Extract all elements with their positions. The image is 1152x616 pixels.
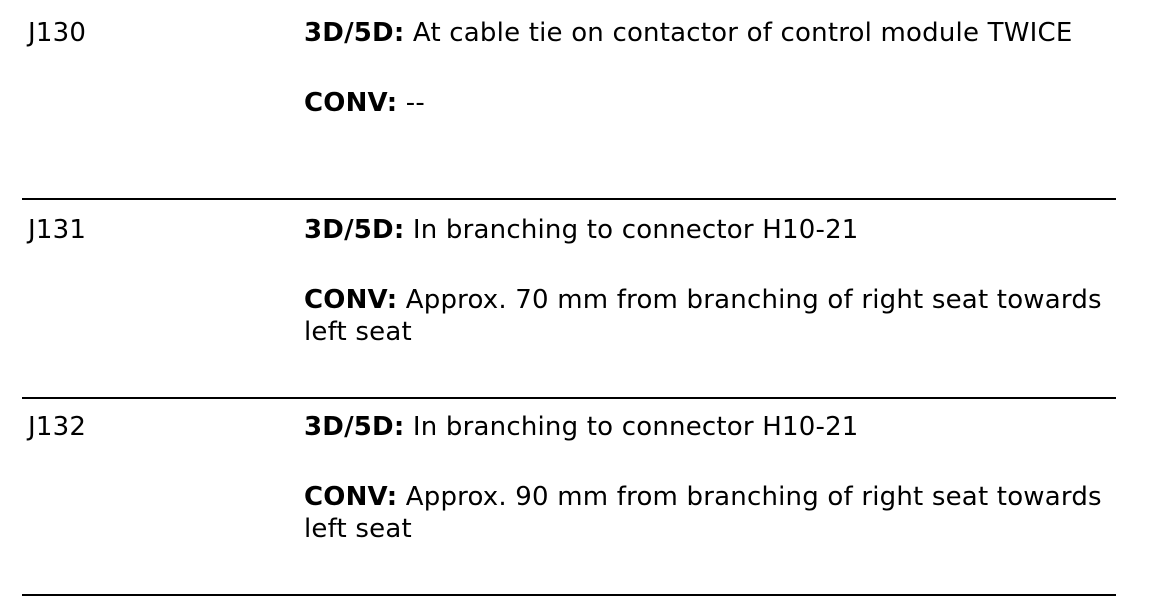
variant-conv-label: CONV: bbox=[304, 285, 398, 315]
variant-3d-5d-text: At cable tie on contactor of control mod… bbox=[412, 18, 1073, 48]
entry-code: J130 bbox=[28, 18, 87, 48]
variant-conv-text: -- bbox=[405, 88, 425, 118]
variant-3d-5d-label: 3D/5D: bbox=[304, 215, 405, 245]
variant-3d-5d-line: 3D/5D: In branching to connector H10-21 bbox=[304, 214, 1104, 246]
variant-3d-5d-text: In branching to connector H10-21 bbox=[412, 412, 859, 442]
variant-conv-line: CONV: -- bbox=[304, 87, 1104, 119]
entry-code: J131 bbox=[28, 215, 87, 245]
row-divider bbox=[22, 594, 1116, 596]
variant-3d-5d-text: In branching to connector H10-21 bbox=[412, 215, 859, 245]
variant-conv-text: Approx. 90 mm from branching of right se… bbox=[304, 482, 1102, 544]
entry-description: 3D/5D: In branching to connector H10-21 … bbox=[304, 411, 1104, 545]
variant-3d-5d-label: 3D/5D: bbox=[304, 18, 405, 48]
entry-description: 3D/5D: In branching to connector H10-21 … bbox=[304, 214, 1104, 348]
entry-description: 3D/5D: At cable tie on contactor of cont… bbox=[304, 17, 1104, 119]
variant-conv-label: CONV: bbox=[304, 88, 398, 118]
variant-conv-line: CONV: Approx. 70 mm from branching of ri… bbox=[304, 284, 1104, 348]
variant-conv-text: Approx. 70 mm from branching of right se… bbox=[304, 285, 1102, 347]
variant-conv-label: CONV: bbox=[304, 482, 398, 512]
variant-conv-line: CONV: Approx. 90 mm from branching of ri… bbox=[304, 481, 1104, 545]
variant-3d-5d-line: 3D/5D: At cable tie on contactor of cont… bbox=[304, 17, 1104, 49]
entry-code: J132 bbox=[28, 412, 87, 442]
variant-3d-5d-label: 3D/5D: bbox=[304, 412, 405, 442]
row-divider bbox=[22, 397, 1116, 399]
row-divider bbox=[22, 198, 1116, 200]
variant-3d-5d-line: 3D/5D: In branching to connector H10-21 bbox=[304, 411, 1104, 443]
